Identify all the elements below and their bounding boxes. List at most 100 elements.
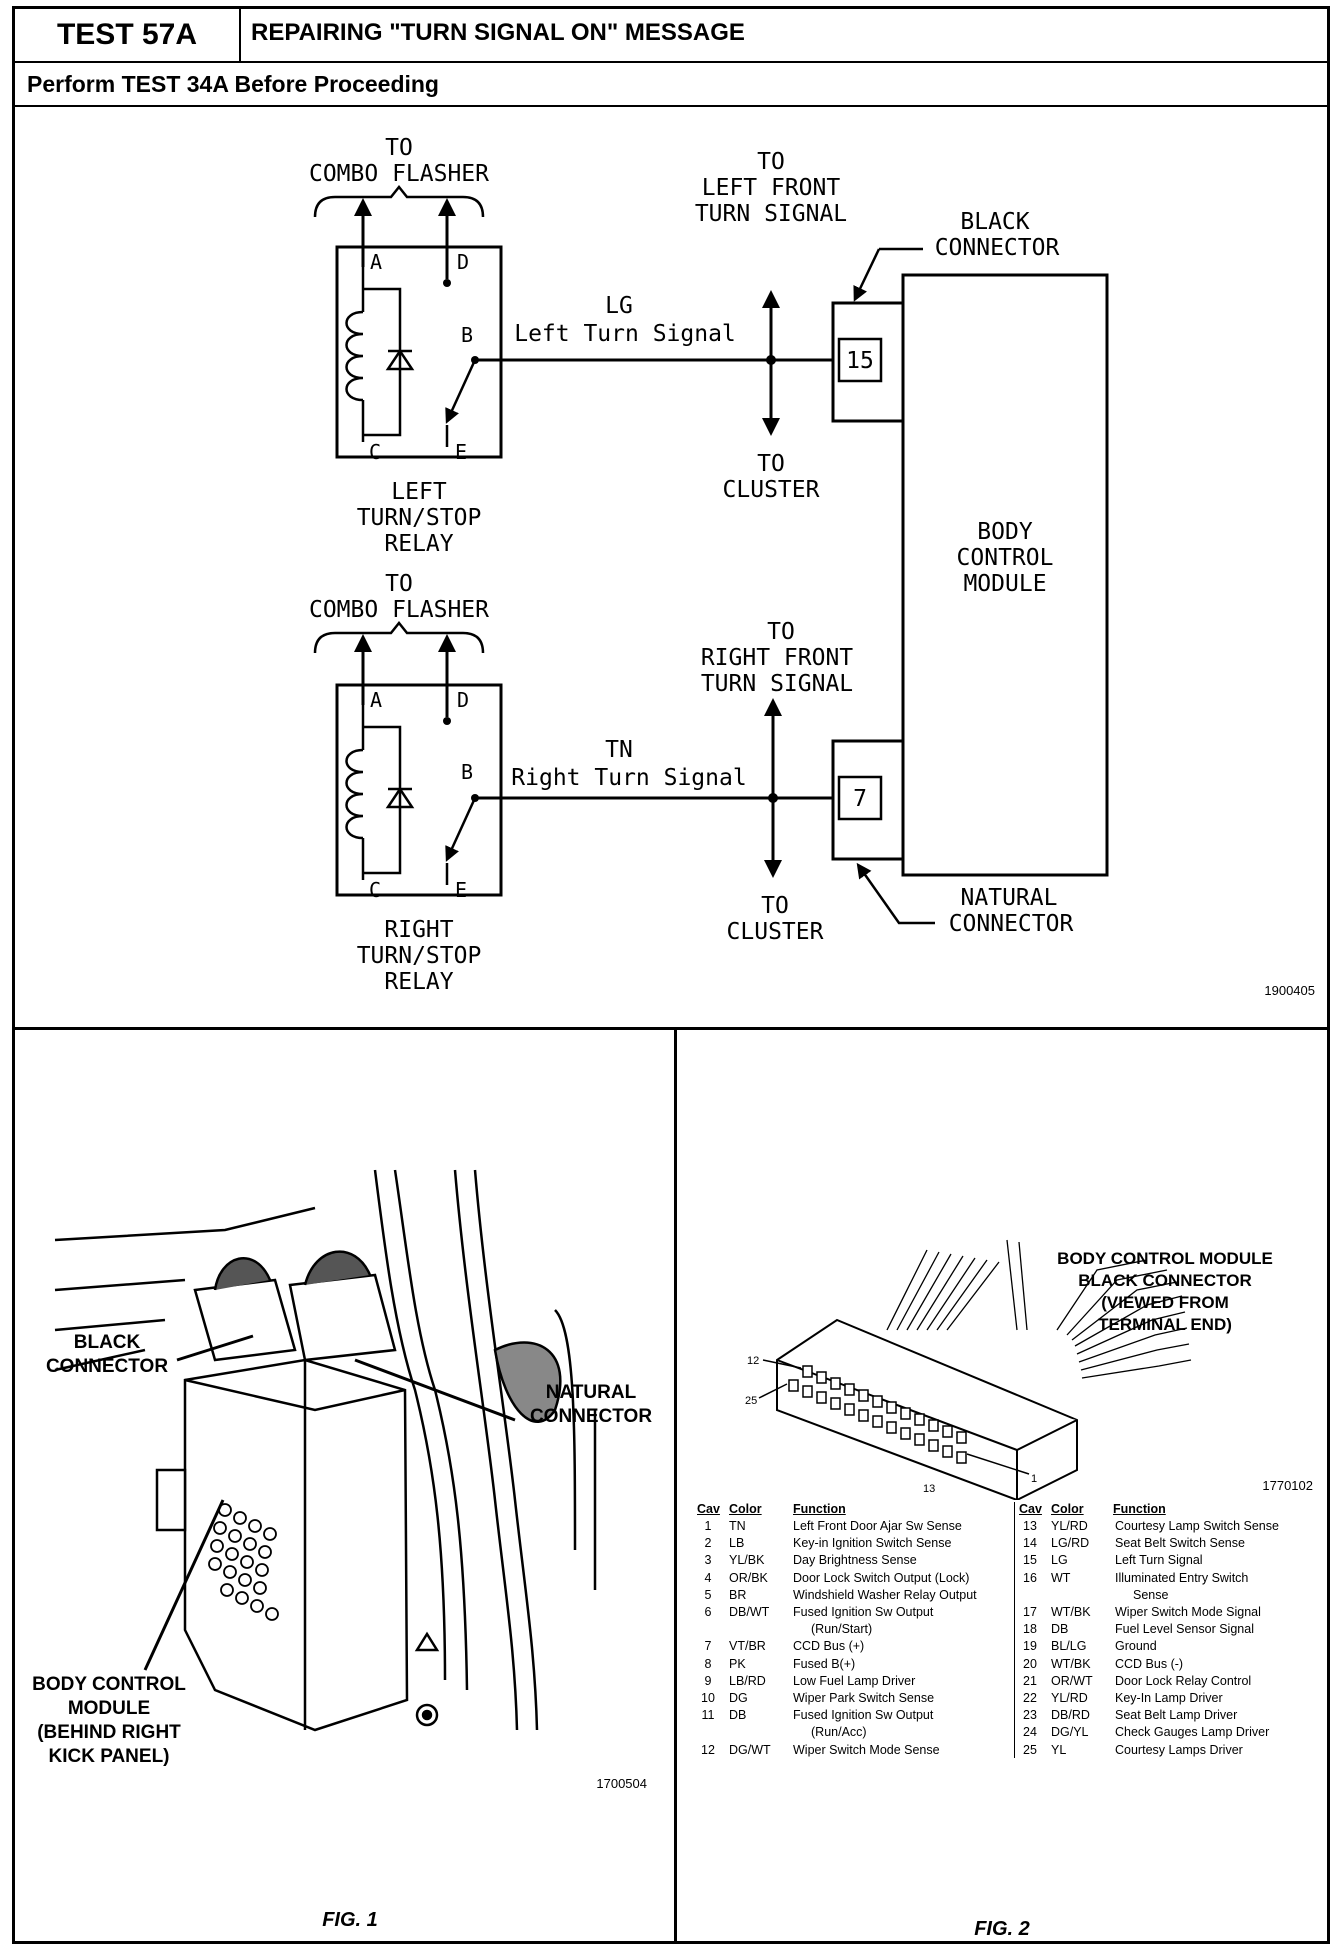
bcm-label-2: CONTROL (957, 545, 1054, 571)
left-relay-label-2: TURN/STOP (357, 505, 482, 531)
cell-cav: 8 (704, 1656, 712, 1671)
pin-e-2: E (455, 878, 467, 902)
flasher-brace (313, 184, 485, 218)
cell-cav: 7 (704, 1639, 712, 1654)
cell-function: Key-In Lamp Driver (1115, 1691, 1223, 1705)
bcm-label-1: BODY (977, 519, 1033, 545)
relay-coil (345, 310, 364, 402)
cell-cav: 12 (701, 1742, 715, 1757)
pin-e: E (455, 440, 467, 464)
pin-c: C (369, 440, 381, 464)
fig2-figure-number: 1770102 (1262, 1478, 1313, 1493)
black-connector-label-2: CONNECTOR (935, 235, 1060, 261)
to-label: TO (385, 135, 413, 161)
cell-function: Wiper Park Switch Sense (793, 1691, 935, 1705)
header-divider-2 (15, 105, 1327, 107)
right-wire-name: Right Turn Signal (511, 765, 746, 791)
cell-cav: 20 (1023, 1656, 1037, 1671)
left-wire-color: LG (605, 293, 633, 319)
cell-function: Key-in Ignition Switch Sense (793, 1536, 952, 1551)
cell-function: Wiper Switch Mode Sense (793, 1742, 940, 1757)
natural-connector-label-1: NATURAL (961, 885, 1058, 911)
cell-function: Wiper Switch Mode Signal (1115, 1605, 1261, 1619)
cell-function: Low Fuel Lamp Driver (793, 1673, 916, 1688)
cell-function: Fuel Level Sensor Signal (1115, 1622, 1254, 1637)
cell-cav: 14 (1023, 1536, 1037, 1551)
fig2-title-3: (VIEWED FROM (1101, 1293, 1229, 1312)
fig1-black-label-1: BLACK (74, 1332, 141, 1353)
fig1-bcm-label-3: (BEHIND RIGHT (37, 1722, 181, 1743)
cavity-7: 7 (853, 786, 867, 812)
cavity-7-box (837, 775, 883, 821)
fig1-natural-connector (288, 1273, 397, 1362)
cell-color: OR/WT (1051, 1673, 1093, 1688)
fig1-bcm-label-1: BODY CONTROL (32, 1674, 186, 1695)
bcm-vent-holes (208, 1503, 279, 1621)
fig2-title-1: BODY CONTROL MODULE (1057, 1249, 1273, 1268)
cell-color: YL/BK (729, 1553, 765, 1568)
cell-color: YL (1051, 1742, 1067, 1757)
cell-cav: 9 (704, 1673, 712, 1688)
cell-cav: 16 (1023, 1570, 1037, 1585)
cell-color: DG/WT (729, 1742, 771, 1757)
cell-color: BR (729, 1587, 747, 1602)
cell-function: Courtesy Lamps Driver (1115, 1742, 1243, 1757)
cell-function: Door Lock Relay Control (1115, 1673, 1252, 1688)
pin-d: D (457, 250, 469, 274)
cell-cav: 6 (704, 1605, 712, 1619)
pin-label-25: 25 (745, 1395, 757, 1407)
pin-b: B (461, 323, 473, 347)
wiring-diagram: TO COMBO FLASHER A D C E B LEFT T (309, 135, 1315, 998)
cell-cav: 24 (1023, 1725, 1037, 1740)
bcm-housing (183, 1358, 409, 1732)
left-front-turn-label: TURN SIGNAL (695, 201, 847, 227)
pin-label-13: 13 (923, 1483, 935, 1495)
cell-color: DB/RD (1051, 1708, 1090, 1723)
cell-color: WT/BK (1051, 1605, 1091, 1619)
cell-function: (Run/Start) (811, 1622, 873, 1637)
right-relay-label-3: RELAY (384, 969, 453, 995)
left-relay-label-3: RELAY (384, 531, 453, 557)
cell-color: DB (729, 1708, 747, 1723)
cell-function: CCD Bus (-) (1115, 1656, 1184, 1671)
test-title: REPAIRING "TURN SIGNAL ON" MESSAGE (251, 19, 745, 46)
section-divider (15, 1027, 1327, 1030)
cell-cav: 25 (1023, 1742, 1037, 1757)
cell-function: Fused Ignition Sw Output (793, 1708, 934, 1723)
cluster-label-2: CLUSTER (727, 919, 824, 945)
fig1-caption: FIG. 1 (322, 1909, 378, 1931)
cell-function: (Run/Acc) (811, 1725, 867, 1740)
cell-cav: 15 (1023, 1553, 1037, 1568)
cell-cav: 23 (1023, 1708, 1037, 1723)
pin-label-1: 1 (1031, 1473, 1037, 1485)
cell-cav: 11 (701, 1708, 715, 1723)
test-number: TEST 57A (15, 9, 241, 61)
cell-color: YL/RD (1051, 1519, 1088, 1533)
cell-color: LB (729, 1536, 745, 1551)
fig2-title-4: TERMINAL END) (1098, 1315, 1232, 1334)
cell-color: YL/RD (1051, 1691, 1088, 1705)
cell-color: BL/LG (1051, 1639, 1087, 1654)
to-cluster-label-2: TO (761, 893, 789, 919)
cell-color: VT/BR (729, 1639, 766, 1654)
pin-d-2: D (457, 688, 469, 712)
fig1-bcm-location: BLACK CONNECTOR NATURAL CONNECTOR BODY C… (32, 1169, 652, 1931)
left-relay-box (335, 245, 503, 459)
cell-color: WT/BK (1051, 1656, 1091, 1671)
cell-cav: 10 (701, 1691, 715, 1705)
cell-color: LG/RD (1051, 1536, 1090, 1551)
header-cav-2: Cav (1019, 1502, 1042, 1516)
combo-flasher-label-2: COMBO FLASHER (309, 597, 489, 623)
header-divider (15, 61, 1327, 63)
cell-function: Seat Belt Switch Sense (1115, 1536, 1245, 1551)
fig2-connector-pinout: 12 25 13 1 BODY CONTROL MODULE BLACK CON… (677, 1030, 1327, 1942)
cell-color: PK (729, 1656, 746, 1671)
connector-wires (886, 1239, 1192, 1379)
cell-function: Fused Ignition Sw Output (793, 1605, 934, 1619)
cell-function: Ground (1115, 1639, 1157, 1654)
cell-cav: 18 (1023, 1622, 1037, 1637)
cell-cav: 5 (704, 1587, 712, 1602)
cell-function: Left Turn Signal (1115, 1553, 1203, 1568)
cell-cav: 22 (1023, 1691, 1037, 1705)
left-wire-name: Left Turn Signal (514, 321, 736, 347)
